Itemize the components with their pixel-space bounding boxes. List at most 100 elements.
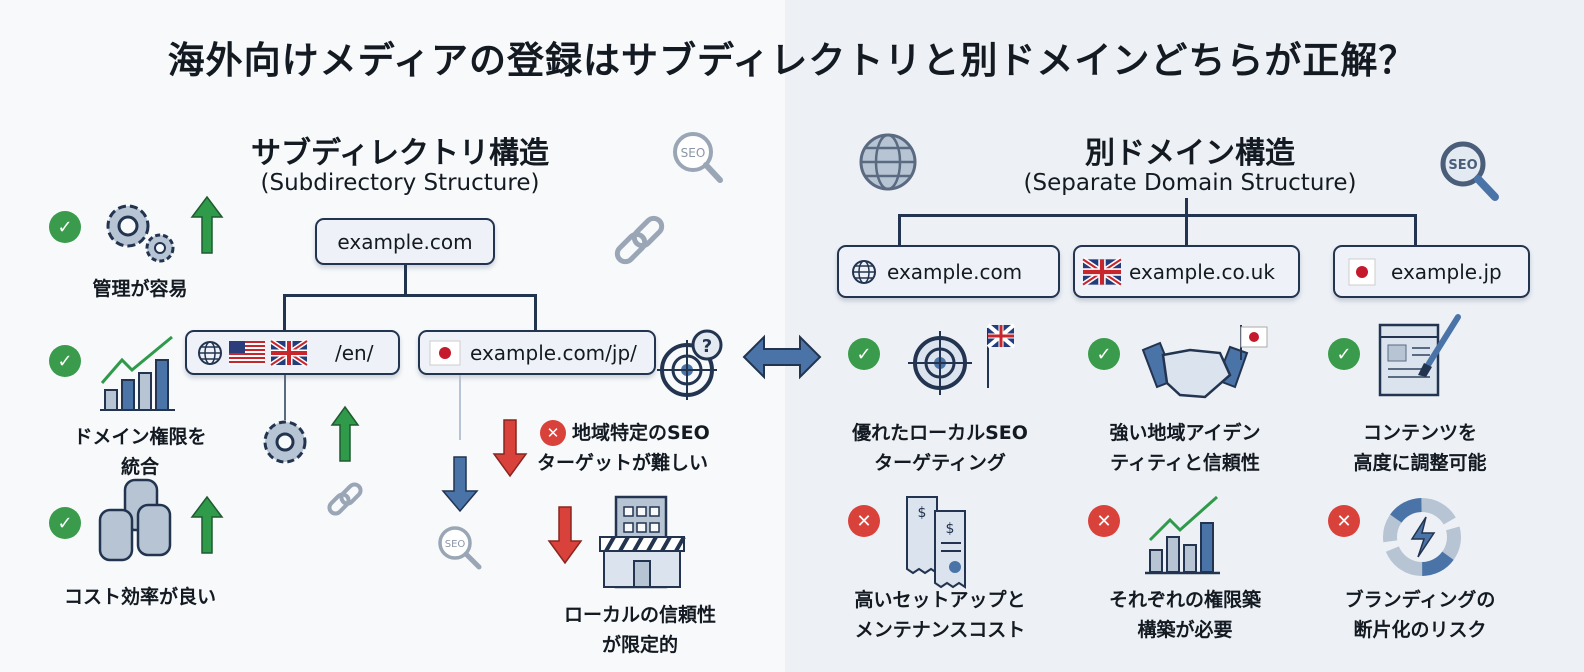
check-icon: ✓ [1088, 338, 1120, 370]
jp-path-label: example.com/jp/ [470, 340, 637, 365]
seo-magnifier-icon: SEO [1440, 141, 1499, 201]
subdirectory-subheading: (Subdirectory Structure) [260, 170, 540, 196]
con-line: ブランディングの [1344, 589, 1496, 611]
pro-customizable-content: コンテンツを高度に調整可能 [1320, 418, 1520, 478]
svg-text:$: $ [918, 505, 927, 521]
check-icon: ✓ [49, 345, 81, 377]
seo-magnifier-icon: SEO [673, 132, 723, 183]
globe-icon [852, 259, 876, 284]
domain-box-jp: example.jp [1333, 245, 1530, 298]
fragmented-brand-icon [1383, 498, 1461, 576]
separate-domain-heading: 別ドメイン構造 [1085, 136, 1295, 171]
connector [283, 294, 286, 330]
domain-label: example.co.uk [1129, 259, 1275, 284]
cross-icon: ✕ [1088, 505, 1120, 537]
pro-cost-efficient: コスト効率が良い [63, 586, 216, 608]
root-domain-box: example.com [315, 218, 495, 265]
up-arrow-icon [190, 195, 224, 254]
up-arrow-icon [330, 405, 360, 462]
connector [534, 294, 537, 330]
link-icon [327, 482, 363, 516]
con-line: ターゲットが難しい [537, 452, 709, 474]
en-subdirectory-box: /en/ [185, 330, 400, 375]
connector [284, 375, 286, 420]
con-line: が限定的 [601, 634, 678, 656]
cross-icon: ✕ [848, 505, 880, 537]
connector [898, 214, 901, 245]
separate-domain-subheading: (Separate Domain Structure) [1023, 170, 1357, 196]
coins-icon [98, 478, 172, 562]
con-line: 断片化のリスク [1353, 619, 1487, 641]
domain-label: example.jp [1391, 259, 1502, 284]
jp-flag-icon [429, 340, 461, 365]
invoices-icon: $$ [906, 496, 966, 589]
pro-line: 高度に調整可能 [1353, 452, 1487, 474]
gear-icon [263, 420, 307, 464]
building-icon [599, 495, 686, 589]
cross-icon: ✕ [1328, 505, 1360, 537]
check-icon: ✓ [49, 507, 81, 539]
link-icon [614, 215, 665, 265]
con-line: メンテナンスコスト [854, 619, 1026, 641]
browser-brush-icon [1378, 314, 1461, 397]
seo-text: SEO [1448, 158, 1477, 173]
growth-chart-icon [1145, 495, 1220, 575]
connector [283, 294, 536, 297]
gears-icon [106, 204, 175, 263]
subdirectory-heading: サブディレクトリ構造 [251, 136, 549, 171]
con-line: 地域特定のSEO [572, 422, 710, 444]
jp-subdirectory-box: example.com/jp/ [418, 330, 656, 375]
con-brand-fragmentation: ブランディングの断片化のリスク [1320, 585, 1520, 645]
check-icon: ✓ [848, 338, 880, 370]
pro-domain-authority-label: ドメイン権限を 統合 [73, 426, 207, 478]
double-arrow-icon [742, 334, 822, 380]
con-line: 高いセットアップと [854, 589, 1026, 611]
connector [404, 265, 407, 295]
pro-line: コンテンツを [1362, 422, 1477, 444]
con-regional-seo: 地域特定のSEO ターゲットが難しい [537, 418, 710, 478]
pro-line: 強い地域アイデン [1109, 422, 1261, 444]
con-separate-authority: それぞれの権限築構築が必要 [1080, 585, 1290, 645]
us-flag-icon [229, 340, 265, 365]
pro-line: ティティと信頼性 [1110, 452, 1260, 474]
down-arrow-icon [441, 456, 479, 513]
jp-flag-icon [1348, 258, 1376, 285]
target-question-icon: ? [657, 329, 723, 400]
seo-text: SEO [681, 146, 706, 160]
down-arrow-icon [492, 419, 528, 478]
domain-box-com: example.com [837, 245, 1060, 298]
seo-text: SEO [445, 539, 466, 550]
svg-text:?: ? [702, 336, 712, 357]
pro-line: ターゲティング [874, 452, 1006, 474]
svg-text:$: $ [946, 521, 955, 537]
uk-flag-icon [1081, 256, 1123, 287]
pro-domain-authority: ドメイン権限を 統合 [40, 422, 240, 482]
check-icon: ✓ [1328, 338, 1360, 370]
check-icon: ✓ [49, 211, 81, 243]
globe-icon [859, 133, 917, 191]
domain-label: example.com [887, 259, 1023, 284]
root-domain-label: example.com [337, 229, 473, 254]
con-line: ローカルの信頼性 [563, 604, 716, 626]
domain-box-couk: example.co.uk [1073, 245, 1300, 298]
en-path-label: /en/ [335, 340, 374, 365]
handshake-flag-icon [1141, 325, 1268, 399]
con-line: 構築が必要 [1137, 619, 1233, 641]
uk-flag-icon [269, 338, 309, 367]
pro-easy-management: 管理が容易 [92, 278, 188, 300]
seo-magnifier-icon: SEO [438, 526, 482, 570]
cross-icon: ✕ [540, 420, 566, 446]
pro-regional-identity: 強い地域アイデンティティと信頼性 [1080, 418, 1290, 478]
connector [898, 214, 1416, 217]
connector [1414, 214, 1417, 245]
con-setup-cost: 高いセットアップとメンテナンスコスト [830, 585, 1050, 645]
growth-chart-icon [100, 335, 175, 411]
globe-icon [198, 340, 222, 365]
page-title: 海外向けメディアの登録はサブディレクトリと別ドメインどちらが正解？ [167, 39, 1417, 82]
down-arrow-icon [547, 506, 583, 565]
up-arrow-icon [190, 495, 224, 554]
connector [1185, 198, 1188, 245]
connector [459, 375, 461, 440]
con-local-trust: ローカルの信頼性が限定的 [540, 600, 740, 660]
